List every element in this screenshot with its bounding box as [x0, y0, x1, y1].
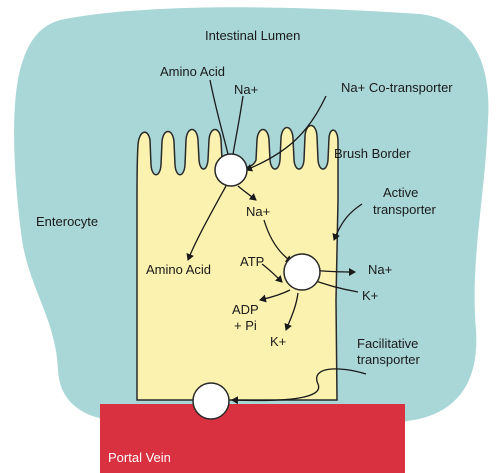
adp-label-1: ADP	[232, 302, 259, 317]
brush-border-label: Brush Border	[334, 146, 411, 161]
facilitative-transporter	[193, 383, 229, 419]
portal-vein-label: Portal Vein	[108, 450, 171, 465]
active-transporter-label-1: Active	[383, 185, 418, 200]
active-transporter	[284, 254, 320, 290]
lumen-label: Intestinal Lumen	[205, 28, 300, 43]
adp-label-2: + Pi	[234, 318, 257, 333]
na-cotransporter	[215, 154, 247, 186]
amino-acid-top-label: Amino Acid	[160, 64, 225, 79]
facilitative-label-2: transporter	[357, 352, 421, 367]
facilitative-label-1: Facilitative	[357, 336, 418, 351]
enterocyte-label: Enterocyte	[36, 214, 98, 229]
atp-label: ATP	[240, 254, 264, 269]
na-cotransporter-label: Na+ Co-transporter	[341, 80, 453, 95]
na-mid-label: Na+	[246, 204, 270, 219]
amino-acid-mid-label: Amino Acid	[146, 262, 211, 277]
k-cell-label: K+	[270, 334, 286, 349]
na-out-label: Na+	[368, 262, 392, 277]
k-in-label: K+	[362, 288, 378, 303]
na-top-label: Na+	[234, 82, 258, 97]
active-transporter-label-2: transporter	[373, 202, 437, 217]
